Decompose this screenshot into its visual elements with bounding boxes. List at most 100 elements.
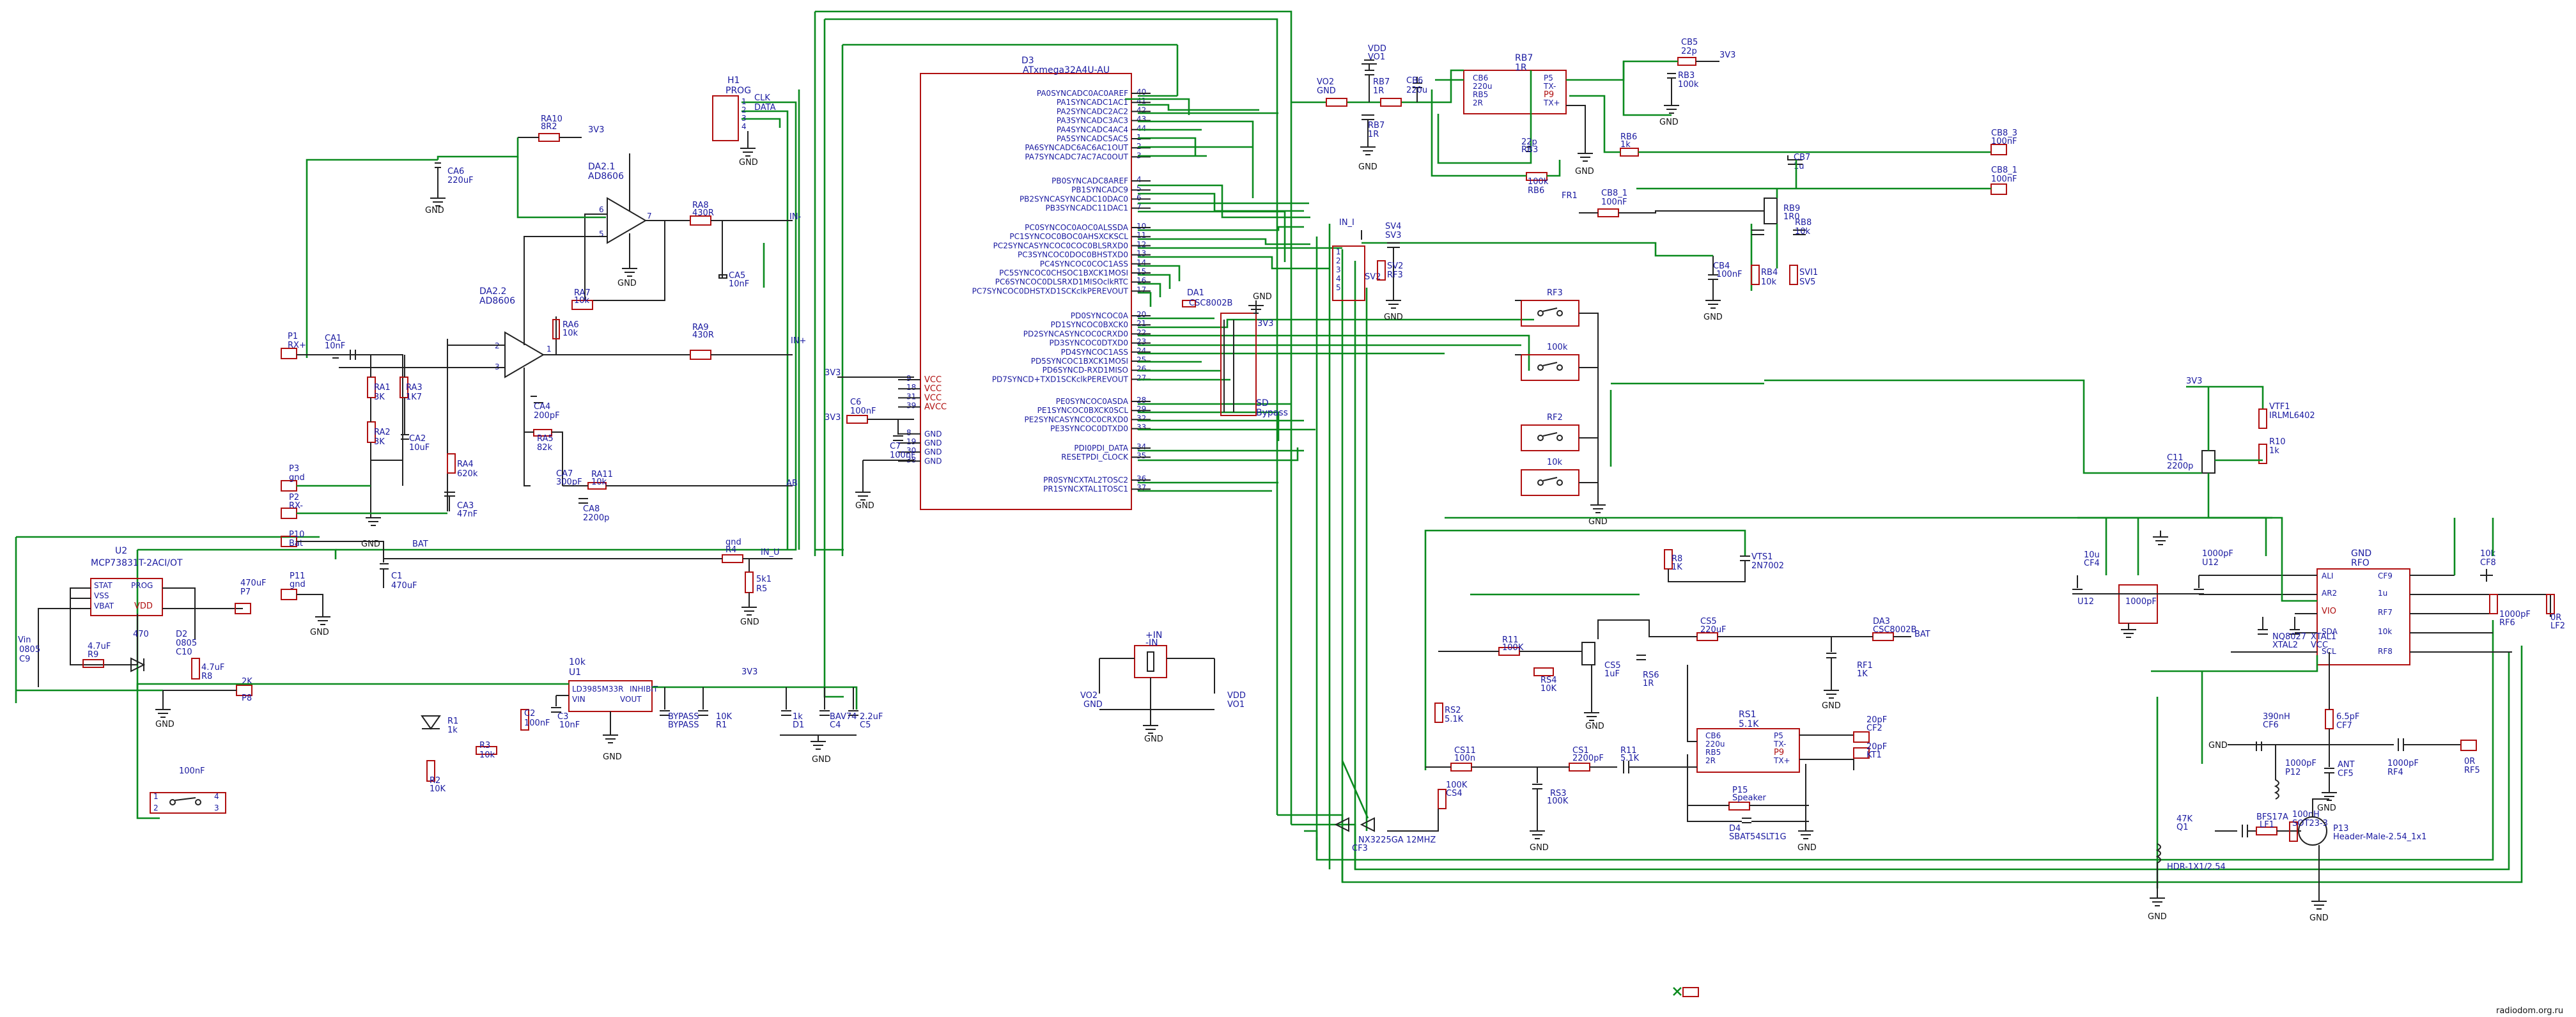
svg-text:RF8: RF8 bbox=[2378, 647, 2393, 656]
svg-text:U12: U12 bbox=[2202, 558, 2219, 568]
mcu-pin-number: 31 bbox=[906, 392, 916, 401]
mcu-pin-number: 44 bbox=[1137, 124, 1146, 133]
svg-text:22p: 22p bbox=[1681, 47, 1697, 56]
svg-text:CS1: CS1 bbox=[1572, 746, 1589, 756]
svg-text:1000pF: 1000pF bbox=[2499, 610, 2531, 619]
svg-text:1R: 1R bbox=[1368, 130, 1379, 139]
svg-text:0R: 0R bbox=[2550, 613, 2561, 623]
mcu-pin-number: 43 bbox=[1137, 115, 1146, 124]
svg-text:GND: GND bbox=[855, 501, 874, 511]
svg-text:1000pF: 1000pF bbox=[2285, 759, 2316, 768]
svg-text:XTAL1: XTAL1 bbox=[2311, 632, 2336, 642]
mcu-pin-label: PC6SYNCOC0DLSRXD1MISOclkRTC bbox=[995, 277, 1128, 286]
mcu-pin-label: PC7SYNCOC0DHSTXD1SCKclkPEREVOUT bbox=[972, 286, 1129, 295]
svg-text:5: 5 bbox=[599, 229, 604, 238]
svg-text:P2: P2 bbox=[289, 493, 299, 502]
svg-text:BYPASS: BYPASS bbox=[668, 712, 699, 722]
svg-text:RA1: RA1 bbox=[374, 383, 391, 392]
svg-text:CA8: CA8 bbox=[583, 504, 600, 514]
svg-text:VDD: VDD bbox=[1227, 691, 1246, 701]
svg-text:C9: C9 bbox=[19, 655, 30, 664]
svg-text:VTF1: VTF1 bbox=[2269, 402, 2290, 412]
svg-text:VIN: VIN bbox=[572, 695, 586, 704]
svi1: IN_I 12 34 5 SV2 SV4 SV3 SV2 RF3 GND bbox=[1332, 218, 1403, 322]
svg-text:47K: 47K bbox=[2176, 814, 2193, 824]
svg-text:1k: 1k bbox=[793, 712, 803, 722]
rb5-tx: RB6 1k CB8_3 100nF CB8_1 100nF CB7 1u bbox=[1569, 95, 2017, 195]
svg-text:3V3: 3V3 bbox=[825, 368, 841, 378]
svg-text:P1: P1 bbox=[288, 332, 298, 341]
svg-text:GND: GND bbox=[2309, 913, 2329, 923]
svg-text:10k: 10k bbox=[563, 329, 578, 338]
mcu-pin-number: 10 bbox=[1137, 222, 1146, 231]
svg-text:6.5pF: 6.5pF bbox=[2336, 712, 2359, 722]
svg-text:GND: GND bbox=[2148, 912, 2167, 922]
mcu-pin-label: PR1SYNCXTAL1TOSC1 bbox=[1043, 485, 1128, 493]
svg-text:10k: 10k bbox=[2378, 627, 2392, 636]
crystal-x1: +IN -IN GND VO2 GND VDD VO1 bbox=[1080, 630, 1246, 744]
svg-text:VO2: VO2 bbox=[1317, 77, 1334, 87]
mcu-pin-label: PD7SYNCD+TXD1SCKclkPEREVOUT bbox=[992, 375, 1129, 384]
svg-text:VBAT: VBAT bbox=[94, 602, 114, 610]
svg-text:GND: GND bbox=[740, 617, 759, 627]
svg-text:10k: 10k bbox=[1795, 227, 1811, 237]
svg-text:CS4: CS4 bbox=[1446, 789, 1463, 798]
mcu-pin-number: 11 bbox=[1137, 231, 1146, 240]
svg-text:STAT: STAT bbox=[94, 581, 113, 590]
svg-text:GND: GND bbox=[310, 628, 329, 637]
svg-text:RS1: RS1 bbox=[1739, 710, 1757, 720]
svg-text:1: 1 bbox=[1336, 247, 1341, 256]
mcu-pin-label: PR0SYNCXTAL2TOSC2 bbox=[1043, 476, 1128, 485]
svg-text:IN-: IN- bbox=[789, 212, 802, 222]
svg-text:CF2: CF2 bbox=[1866, 724, 1882, 733]
svg-text:0805: 0805 bbox=[176, 639, 197, 648]
svg-text:GND: GND bbox=[155, 720, 175, 729]
svg-text:1R: 1R bbox=[1515, 63, 1527, 73]
p13-header bbox=[1673, 987, 1699, 997]
svg-text:GND: GND bbox=[1703, 313, 1723, 322]
mcu-pin-label: PE0SYNCOC0ASDA bbox=[1056, 397, 1129, 406]
svg-text:TX-: TX- bbox=[1773, 740, 1786, 749]
svg-text:CF7: CF7 bbox=[2336, 721, 2352, 731]
svg-text:RA9: RA9 bbox=[692, 323, 709, 332]
svg-text:CA4: CA4 bbox=[534, 402, 550, 412]
svg-text:470uF: 470uF bbox=[391, 581, 417, 591]
watermark: radiodom.org.ru bbox=[2496, 1006, 2563, 1016]
svg-text:2N7002: 2N7002 bbox=[1751, 561, 1784, 571]
svg-text:CB8_1: CB8_1 bbox=[1601, 189, 1627, 198]
svg-text:NX3225GA 12MHZ: NX3225GA 12MHZ bbox=[1358, 835, 1436, 845]
svg-text:100K: 100K bbox=[1547, 796, 1569, 806]
svg-text:SV4: SV4 bbox=[1385, 222, 1401, 231]
svg-text:R10: R10 bbox=[2269, 437, 2286, 447]
svg-text:3V3: 3V3 bbox=[1719, 50, 1735, 60]
svg-text:1: 1 bbox=[153, 792, 159, 801]
svg-text:SDA: SDA bbox=[2322, 627, 2338, 636]
svg-text:P7: P7 bbox=[240, 587, 251, 597]
amp-da1: RB7 1R CB6 220u RB5 2R P5 TX- P9 TX+ VO2… bbox=[1291, 44, 1594, 196]
svg-text:470uF: 470uF bbox=[240, 578, 267, 588]
svg-text:4.7uF: 4.7uF bbox=[88, 642, 111, 651]
svg-text:2200p: 2200p bbox=[583, 513, 609, 523]
svg-text:10k: 10k bbox=[2480, 549, 2496, 559]
svg-text:GND: GND bbox=[1358, 162, 1377, 172]
svg-text:22p: 22p bbox=[1521, 137, 1537, 147]
input-network: P1 RX+ CA1 10nF RA1 3K RA2 3K RA3 1K7 CA… bbox=[281, 332, 798, 549]
svg-text:D4: D4 bbox=[1729, 824, 1741, 834]
svg-text:gnd: gnd bbox=[290, 580, 306, 589]
svg-text:RF2: RF2 bbox=[1547, 413, 1563, 423]
svg-text:2: 2 bbox=[153, 804, 159, 812]
svg-text:DA2.2: DA2.2 bbox=[479, 286, 506, 297]
svg-text:CB5: CB5 bbox=[1681, 38, 1698, 47]
svg-text:5.1K: 5.1K bbox=[1739, 719, 1759, 729]
ldo-u1: 10k U1 LD3985M33R VIN INHIBIT VOUT 3V3 G… bbox=[136, 657, 883, 794]
r4-r5: gnd R4 IN_U 5k1 R5 GND bbox=[384, 538, 793, 627]
svg-text:D3: D3 bbox=[1021, 56, 1034, 66]
svg-text:P12: P12 bbox=[2285, 768, 2301, 777]
mcu-pin-label: PA4SYNCADC4AC4 bbox=[1057, 125, 1128, 134]
mcu-pin-number: 32 bbox=[1137, 414, 1146, 423]
svg-text:SVI1: SVI1 bbox=[1799, 268, 1818, 277]
svg-text:R2: R2 bbox=[430, 776, 440, 786]
svg-text:R3: R3 bbox=[479, 741, 490, 750]
svg-text:P8: P8 bbox=[242, 694, 252, 703]
svg-text:R1: R1 bbox=[716, 720, 727, 730]
